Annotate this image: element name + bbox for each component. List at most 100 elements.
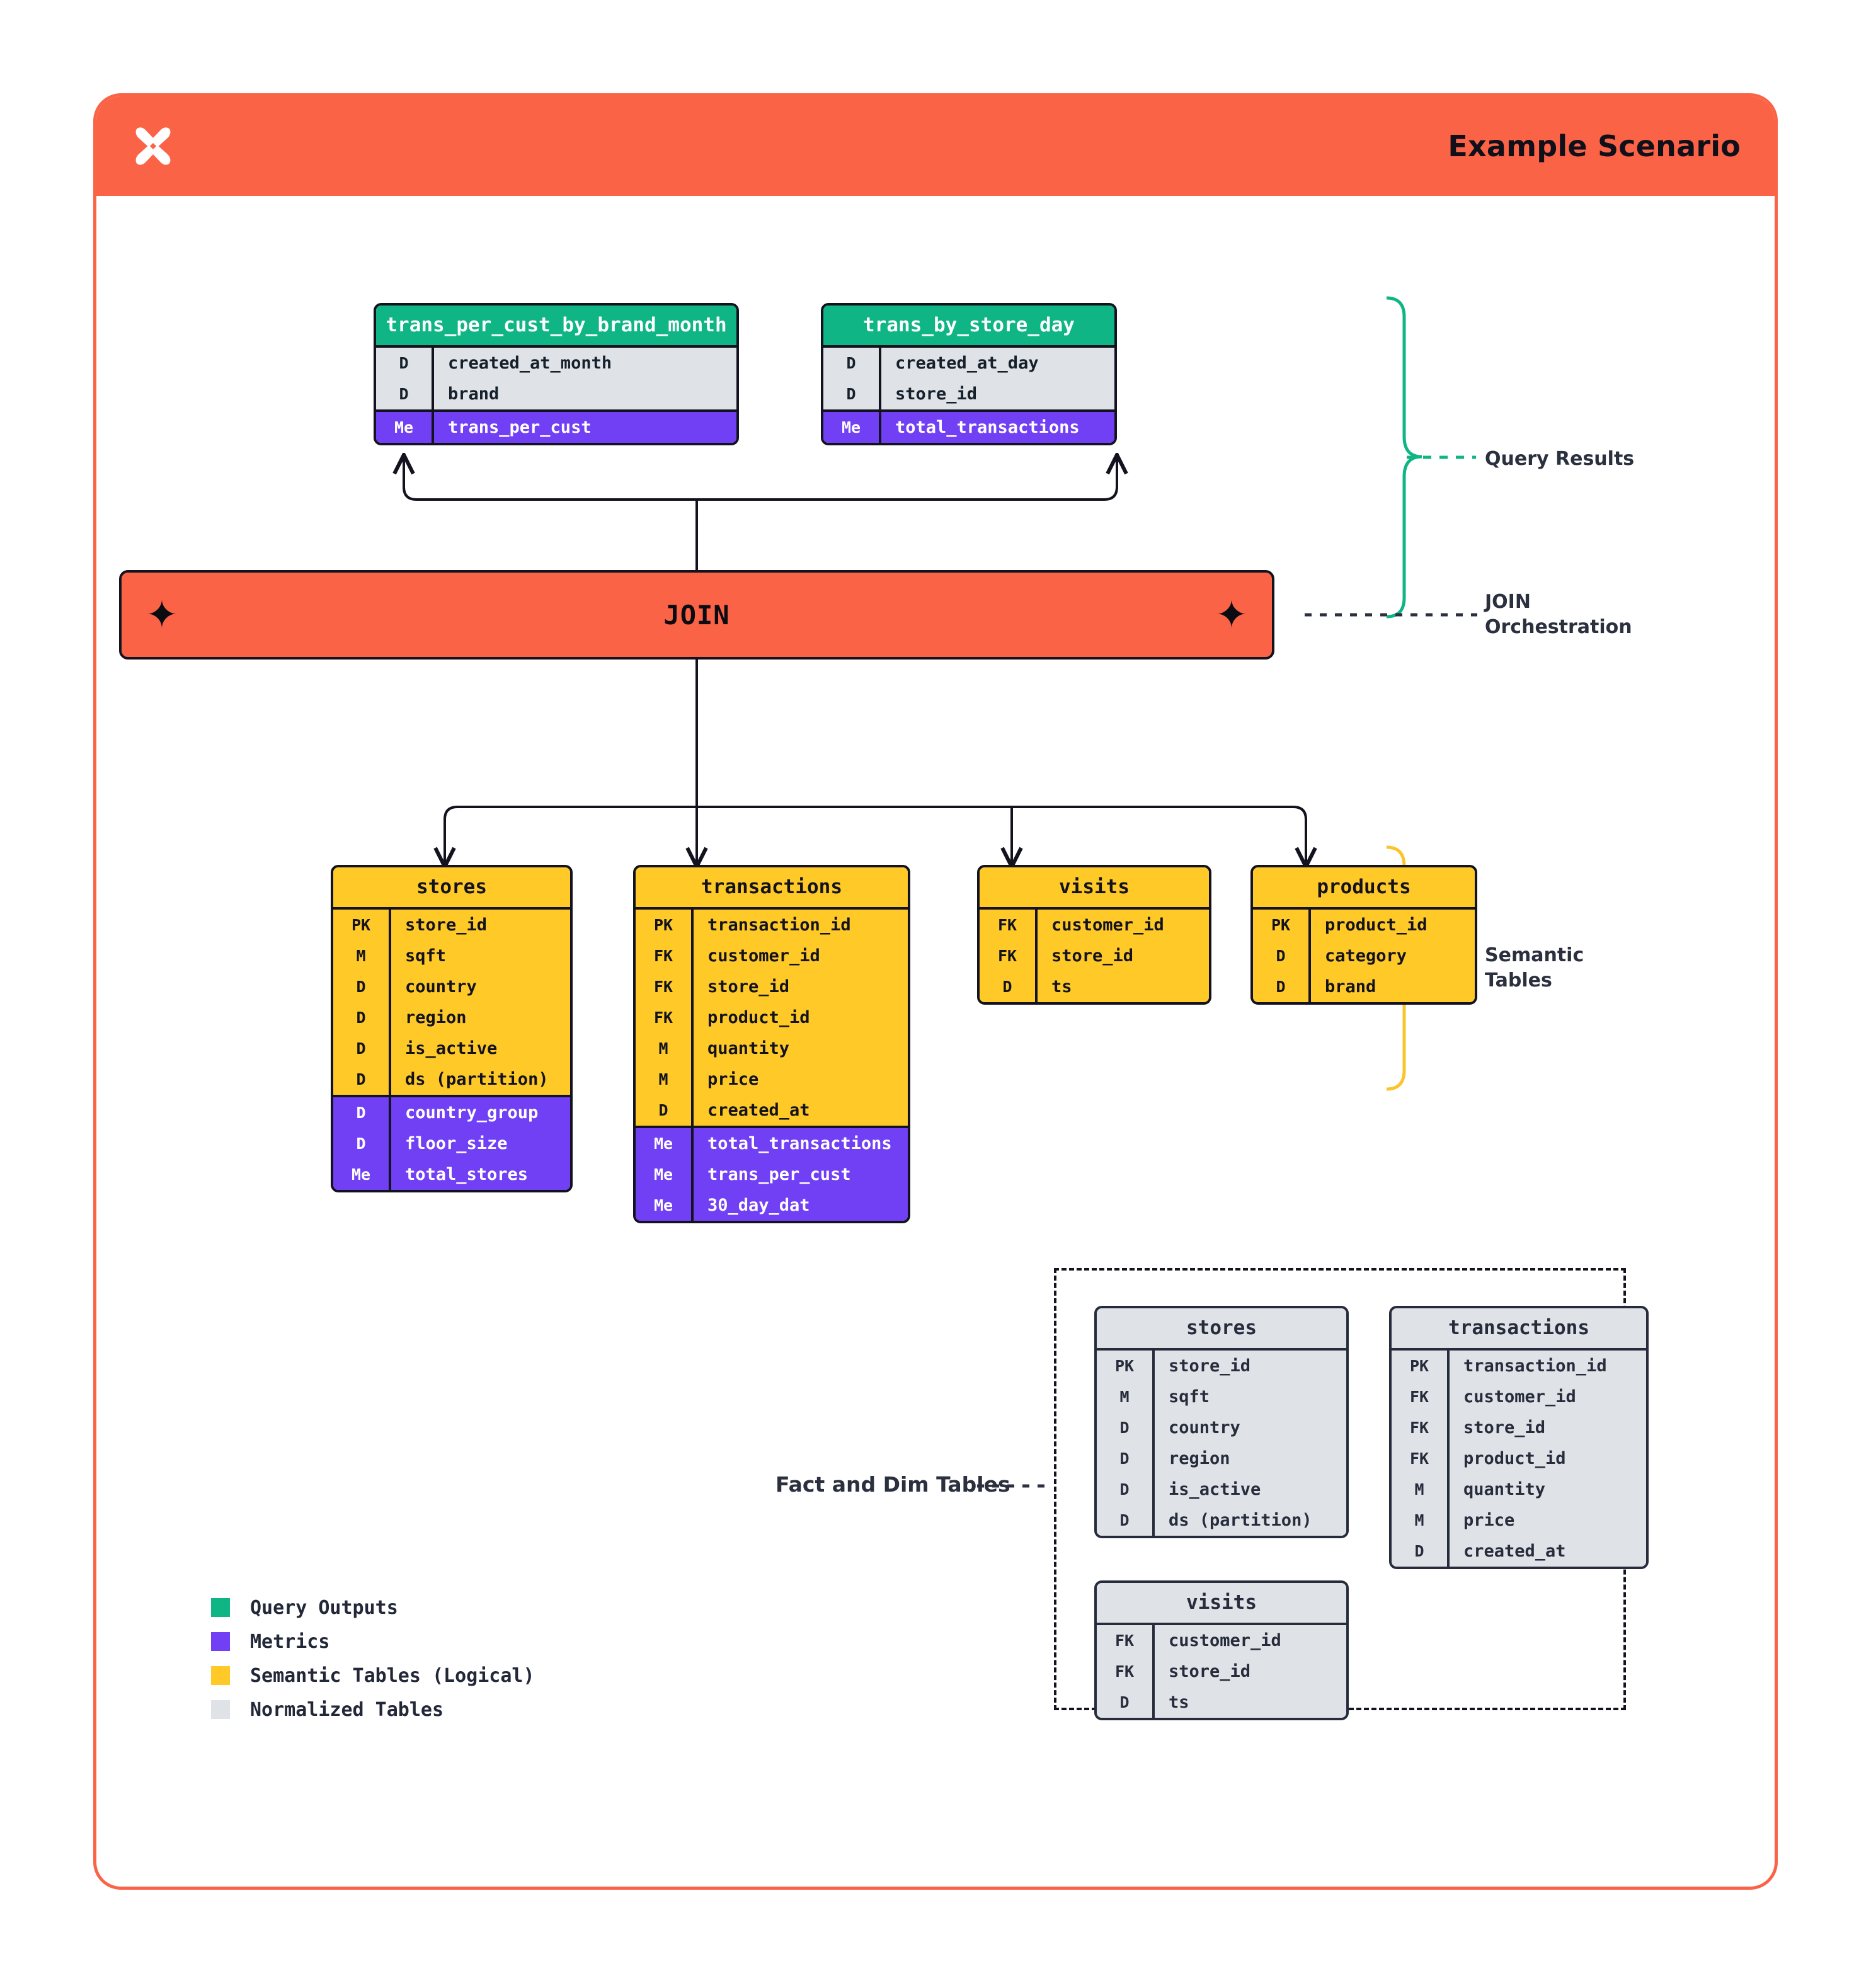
field-key: Me: [653, 1134, 673, 1153]
column-divider: [691, 971, 694, 1002]
field-name: total_stores: [405, 1165, 529, 1184]
field-name: created_at_month: [448, 353, 612, 373]
field-row[interactable]: Me total_stores: [333, 1159, 570, 1190]
field-name: ts: [1169, 1693, 1189, 1712]
field-row[interactable]: D created_at_month: [376, 348, 736, 379]
field-key: D: [1119, 1480, 1130, 1499]
entity-title: visits: [1097, 1583, 1346, 1625]
field-key: D: [399, 385, 409, 403]
field-row[interactable]: D store_id: [823, 379, 1114, 409]
field-key: D: [356, 1134, 366, 1153]
field-key: M: [1119, 1388, 1130, 1406]
field-name: sqft: [405, 946, 447, 966]
field-name: trans_per_cust: [448, 418, 592, 437]
field-row[interactable]: Me total_transactions: [823, 412, 1114, 443]
field-key: D: [399, 354, 409, 372]
column-divider: [1035, 940, 1038, 971]
column-divider: [389, 1159, 391, 1190]
field-key: D: [1002, 978, 1012, 996]
column-divider: [1447, 1351, 1450, 1381]
legend-label: Normalized Tables: [250, 1698, 444, 1721]
field-name: region: [405, 1008, 467, 1027]
field-key: M: [1414, 1480, 1424, 1499]
field-key: M: [658, 1070, 668, 1088]
join-orchestration-bar[interactable]: ✦ JOIN ✦: [119, 570, 1274, 660]
field-row[interactable]: D brand: [376, 379, 736, 409]
field-name: customer_id: [1169, 1631, 1281, 1650]
legend-item: Normalized Tables: [211, 1693, 535, 1727]
join-label: JOIN: [663, 599, 730, 631]
query-result-table[interactable]: trans_per_cust_by_brand_month D created_…: [374, 303, 739, 445]
column-divider: [1035, 971, 1038, 1002]
column-divider: [691, 1190, 694, 1221]
field-name: created_at: [1463, 1541, 1566, 1561]
entity-title: products: [1253, 867, 1475, 910]
column-divider: [432, 379, 434, 409]
field-key: FK: [653, 1008, 673, 1027]
field-row[interactable]: Me trans_per_cust: [376, 412, 736, 443]
field-name: quantity: [707, 1039, 790, 1058]
legend-label: Semantic Tables (Logical): [250, 1664, 535, 1687]
column-divider: [691, 910, 694, 940]
field-key: PK: [1114, 1357, 1135, 1375]
field-key: Me: [351, 1165, 371, 1184]
query-result-table[interactable]: trans_by_store_day D created_at_day D st…: [821, 303, 1117, 445]
column-divider: [1152, 1656, 1155, 1687]
field-key: PK: [351, 916, 371, 934]
field-row[interactable]: D created_at_day: [823, 348, 1114, 379]
field-key: FK: [1114, 1662, 1135, 1681]
column-divider: [691, 940, 694, 971]
column-divider: [1152, 1412, 1155, 1443]
field-key: D: [1119, 1419, 1130, 1437]
